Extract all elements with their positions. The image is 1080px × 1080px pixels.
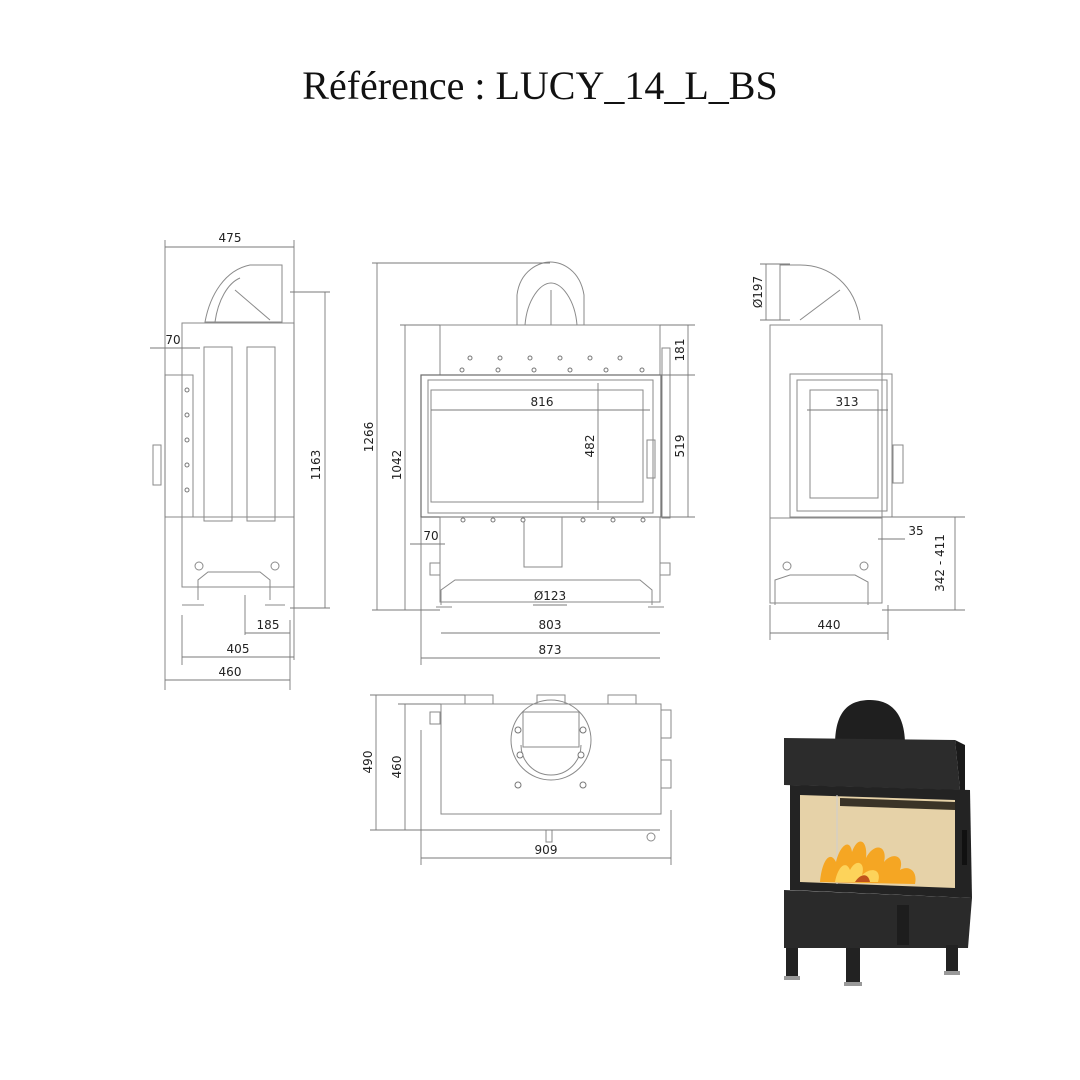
dim-70-left: 70 bbox=[165, 333, 180, 347]
dim-1042: 1042 bbox=[390, 450, 404, 481]
dim-873: 873 bbox=[539, 643, 562, 657]
dim-482: 482 bbox=[583, 435, 597, 458]
dim-35: 35 bbox=[908, 524, 923, 538]
dim-342-411: 342 - 411 bbox=[933, 534, 947, 592]
dim-1163: 1163 bbox=[309, 450, 323, 481]
dim-909: 909 bbox=[535, 843, 558, 857]
dim-313: 313 bbox=[836, 395, 859, 409]
dim-519: 519 bbox=[673, 435, 687, 458]
dim-490: 490 bbox=[361, 751, 375, 774]
page-title: Référence : LUCY_14_L_BS bbox=[302, 63, 778, 108]
dim-1266: 1266 bbox=[362, 422, 376, 453]
dim-440: 440 bbox=[818, 618, 841, 632]
dim-flue-197: Ø197 bbox=[751, 276, 765, 308]
dim-185: 185 bbox=[257, 618, 280, 632]
dim-460-top: 460 bbox=[390, 756, 404, 779]
product-image bbox=[784, 700, 972, 986]
dim-816: 816 bbox=[531, 395, 554, 409]
side-view-left: 475 70 1163 185 405 460 bbox=[150, 231, 330, 690]
side-view-right: Ø197 313 35 342 - 411 440 bbox=[751, 263, 965, 640]
dim-475: 475 bbox=[219, 231, 242, 245]
front-view: 1266 1042 181 519 816 482 70 Ø123 803 87… bbox=[362, 261, 695, 665]
dim-70-front: 70 bbox=[423, 529, 438, 543]
dim-803: 803 bbox=[539, 618, 562, 632]
dim-405: 405 bbox=[227, 642, 250, 656]
top-view: 490 460 909 bbox=[361, 694, 672, 865]
dim-181: 181 bbox=[673, 339, 687, 362]
dim-flue-123: Ø123 bbox=[534, 589, 566, 603]
dim-460: 460 bbox=[219, 665, 242, 679]
